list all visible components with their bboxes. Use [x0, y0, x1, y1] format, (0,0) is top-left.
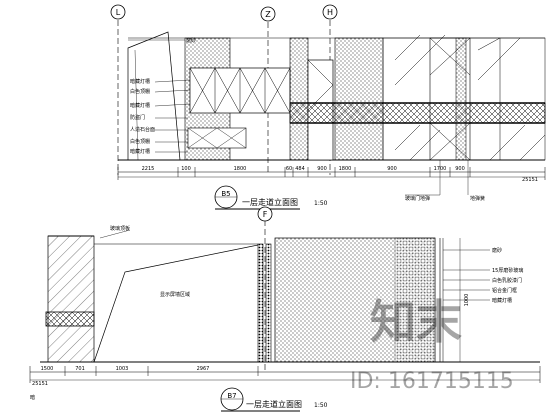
svg-text:暗藏灯槽: 暗藏灯槽 [130, 148, 150, 155]
svg-text:B5: B5 [221, 190, 230, 198]
svg-text:900: 900 [317, 166, 327, 172]
svg-text:701: 701 [75, 366, 85, 372]
counter [187, 127, 247, 149]
svg-text:25151: 25151 [522, 177, 538, 183]
lower-dimension-line: 1500 701 1003 2967 25151 [29, 366, 541, 387]
svg-text:2215: 2215 [142, 166, 155, 172]
upper-drawing-callout: B5 一层走道立面图 1:50 [214, 185, 328, 210]
svg-text:磨砂: 磨砂 [186, 37, 196, 44]
grid-marker-f: F [257, 206, 273, 222]
screen-wall-label: 显示屏墙区域 [160, 291, 190, 298]
svg-text:900: 900 [455, 166, 465, 172]
svg-text:暗藏灯槽: 暗藏灯槽 [130, 78, 150, 85]
svg-text:484: 484 [295, 166, 305, 172]
lower-drawing-callout: B7 一层走道立面图 1:50 [220, 387, 328, 412]
svg-text:L: L [116, 8, 121, 17]
svg-text:2967: 2967 [197, 366, 210, 372]
svg-text:900: 900 [387, 166, 397, 172]
lower-elevation: F 玻璃顶板 显示屏墙区域 1000 磨砂 15厚磨砂玻璃 [29, 206, 541, 412]
svg-text:1500: 1500 [41, 366, 54, 372]
svg-text:1:50: 1:50 [314, 402, 328, 409]
svg-text:1:50: 1:50 [314, 200, 328, 207]
svg-text:一层走道立面图: 一层走道立面图 [246, 399, 302, 409]
upper-leader-labels: 磨砂 暗藏灯槽 白色顶棚 暗藏灯槽 防盗门 人造石台面 白色顶棚 暗藏灯槽 [128, 37, 196, 155]
svg-text:地弹簧: 地弹簧 [470, 195, 485, 202]
svg-text:60: 60 [286, 166, 292, 172]
stone-column-2 [334, 37, 384, 161]
svg-text:F: F [263, 210, 268, 219]
svg-text:一层走道立面图: 一层走道立面图 [242, 197, 298, 207]
upper-dimension-line: 2215 100 1800 60 484 900 1800 900 1700 9… [117, 166, 546, 183]
lower-leader-labels: 磨砂 15厚磨砂玻璃 白色乳胶漆门 铝合金门框 暗藏灯槽 [443, 247, 523, 304]
svg-text:1800: 1800 [234, 166, 247, 172]
glass-door-frame [429, 37, 471, 161]
grid-marker-h: H [322, 4, 338, 20]
svg-text:人造石台面: 人造石台面 [130, 126, 155, 133]
svg-text:暗藏灯槽: 暗藏灯槽 [130, 102, 150, 109]
svg-text:玻璃顶板: 玻璃顶板 [110, 225, 130, 232]
left-wall [47, 235, 95, 363]
svg-text:磨砂: 磨砂 [492, 247, 502, 254]
watermark-id: ID: 161715115 [350, 369, 514, 394]
grid-marker-z: Z [260, 6, 276, 22]
svg-text:暗: 暗 [30, 394, 35, 401]
svg-text:B7: B7 [227, 392, 236, 400]
svg-text:防盗门: 防盗门 [130, 114, 145, 121]
watermark: 知末 ID: 161715115 [350, 295, 514, 394]
grid-marker-l: L [110, 4, 126, 20]
svg-text:1800: 1800 [339, 166, 352, 172]
svg-text:白色顶棚: 白色顶棚 [130, 138, 150, 145]
svg-text:1003: 1003 [116, 366, 129, 372]
svg-text:100: 100 [181, 166, 191, 172]
svg-text:暗藏灯槽: 暗藏灯槽 [492, 297, 512, 304]
watermark-logo: 知末 [370, 295, 462, 349]
svg-text:Z: Z [265, 10, 271, 19]
svg-text:15厚磨砂玻璃: 15厚磨砂玻璃 [492, 267, 523, 274]
svg-text:白色顶棚: 白色顶棚 [130, 88, 150, 95]
svg-text:铝合金门框: 铝合金门框 [492, 287, 517, 294]
svg-text:H: H [327, 8, 333, 17]
svg-text:白色乳胶漆门: 白色乳胶漆门 [492, 277, 522, 284]
svg-text:玻璃门地弹: 玻璃门地弹 [405, 195, 430, 202]
decorative-band [289, 102, 546, 124]
slanted-panel [127, 31, 181, 161]
svg-text:25151: 25151 [32, 381, 48, 387]
upper-elevation: L Z H [110, 4, 546, 210]
